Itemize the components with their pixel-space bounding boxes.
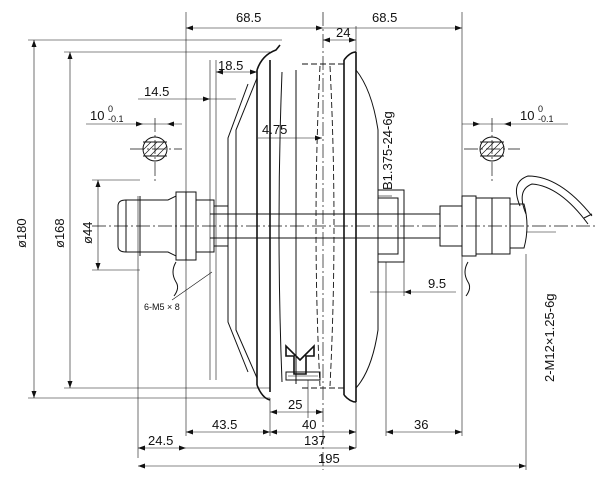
dimension-lines xyxy=(31,25,568,469)
dim-195: 195 xyxy=(318,451,340,466)
dim-tol-right: 10 xyxy=(520,108,534,123)
dim-top-left: 68.5 xyxy=(236,10,261,25)
tol-right-sub: -0.1 xyxy=(538,114,554,124)
dim-9-5: 9.5 xyxy=(428,276,446,291)
dim-phi-44: ø44 xyxy=(80,222,95,244)
dim-phi-180: ø180 xyxy=(14,218,29,248)
screws-spec: 6-M5 × 8 xyxy=(144,302,180,312)
dim-14-5: 14.5 xyxy=(144,84,169,99)
right-axle-assembly xyxy=(439,175,593,297)
hub-body xyxy=(210,44,440,403)
dim-phi-168: ø168 xyxy=(52,218,67,248)
dim-40: 40 xyxy=(302,417,316,432)
dim-25: 25 xyxy=(288,397,302,412)
dim-18-5: 18.5 xyxy=(218,58,243,73)
dim-4-75: 4.75 xyxy=(262,122,287,137)
dim-top-right: 68.5 xyxy=(372,10,397,25)
dim-36: 36 xyxy=(414,417,428,432)
tol-right-super: 0 xyxy=(538,104,543,114)
dim-top-mid: 24 xyxy=(336,25,350,40)
tol-left-sub: -0.1 xyxy=(108,114,124,124)
extension-lines xyxy=(28,12,527,470)
dim-137: 137 xyxy=(304,433,326,448)
left-axle-assembly xyxy=(117,191,228,297)
left-axle-section xyxy=(142,136,168,162)
right-axle-section xyxy=(479,136,505,162)
tol-left-super: 0 xyxy=(108,104,113,114)
dim-tol-left: 10 xyxy=(90,108,104,123)
dimension-labels: 68.5 68.5 24 18.5 14.5 4.75 10 0 -0.1 10… xyxy=(14,10,557,466)
dim-24-5: 24.5 xyxy=(148,433,173,448)
thread-spec-left: B1.375-24-6g xyxy=(380,111,395,190)
thread-spec-right: 2-M12×1.25-6g xyxy=(542,293,557,382)
dim-43-5: 43.5 xyxy=(212,417,237,432)
